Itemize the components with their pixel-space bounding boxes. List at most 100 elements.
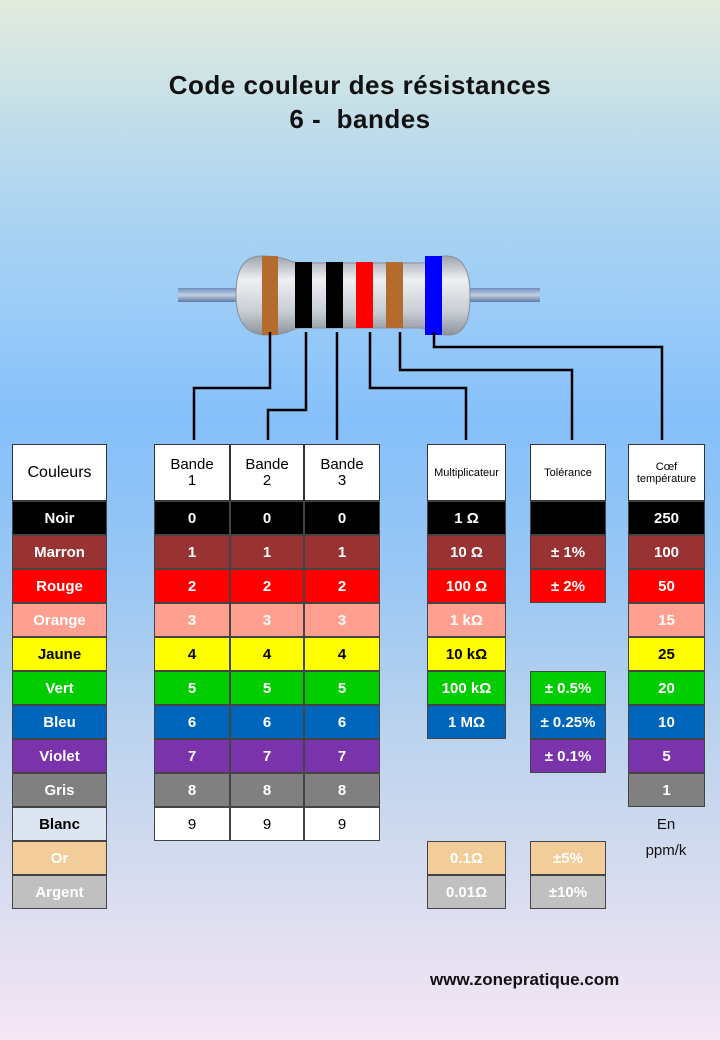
coef-bleu: 10	[628, 705, 705, 739]
bande-3-orange: 3	[304, 603, 380, 637]
resistor-band-4	[356, 262, 373, 328]
page-subtitle: 6 - bandes	[289, 104, 431, 134]
resistor-band-6	[425, 256, 442, 335]
multiplicateur-or: 0.1Ω	[427, 841, 506, 875]
tolerance-vert: ± 0.5%	[530, 671, 606, 705]
coef-noir: 250	[628, 501, 705, 535]
bande-2-vert: 5	[230, 671, 304, 705]
website-link[interactable]: www.zonepratique.com	[430, 970, 620, 989]
coef-marron: 100	[628, 535, 705, 569]
coef-jaune: 25	[628, 637, 705, 671]
resistor-lead-left	[178, 288, 250, 302]
header-bande-3-line1: Bande	[320, 455, 364, 473]
bande-2-rouge: 2	[230, 569, 304, 603]
coef-gris: 1	[628, 773, 705, 807]
multiplicateur-noir: 1 Ω	[427, 501, 506, 535]
connector-line-4	[368, 332, 468, 440]
bande-1-jaune: 4	[154, 637, 230, 671]
tolerance-marron: ± 1%	[530, 535, 606, 569]
coef-vert: 20	[628, 671, 705, 705]
resistor-band-2	[295, 262, 312, 328]
bande-3-marron: 1	[304, 535, 380, 569]
bande-3-vert: 5	[304, 671, 380, 705]
bande-3-rouge: 2	[304, 569, 380, 603]
multiplicateur-orange: 1 kΩ	[427, 603, 506, 637]
bande-2-orange: 3	[230, 603, 304, 637]
resistor-band-3	[326, 262, 343, 328]
tolerance-argent: ±10%	[530, 875, 606, 909]
tolerance-rouge: ± 2%	[530, 569, 606, 603]
multiplicateur-jaune: 10 kΩ	[427, 637, 506, 671]
tolerance-or: ±5%	[530, 841, 606, 875]
color-name-marron: Marron	[12, 535, 107, 569]
header-multiplicateur: Multiplicateur	[427, 444, 506, 501]
header-bande-3-line2: 3	[337, 471, 347, 489]
connector-line-6	[432, 332, 664, 440]
tolerance-violet: ± 0.1%	[530, 739, 606, 773]
coef-unit-label: En ppm/k	[645, 816, 687, 859]
page-title: Code couleur des résistances	[168, 70, 552, 100]
header-bande-1-line1: Bande	[170, 455, 214, 473]
resistor-diagram	[178, 255, 664, 440]
header-coef-temperature-line1: Cœf	[655, 460, 678, 473]
bande-1-bleu: 6	[154, 705, 230, 739]
header-couleurs: Couleurs	[12, 444, 107, 501]
connector-line-1	[192, 332, 272, 440]
resistor-band-5	[386, 262, 403, 328]
header-bande-2-line2: 2	[262, 471, 272, 489]
bande-2-gris: 8	[230, 773, 304, 807]
connector-line-2	[266, 332, 308, 440]
resistor-lead-right	[456, 288, 540, 302]
color-name-argent: Argent	[12, 875, 107, 909]
color-name-rouge: Rouge	[12, 569, 107, 603]
bande-2-noir: 0	[230, 501, 304, 535]
bande-1-marron: 1	[154, 535, 230, 569]
bande-2-violet: 7	[230, 739, 304, 773]
color-name-gris: Gris	[12, 773, 107, 807]
bande-3-noir: 0	[304, 501, 380, 535]
bande-2-marron: 1	[230, 535, 304, 569]
color-name-or: Or	[12, 841, 107, 875]
bande-1-noir: 0	[154, 501, 230, 535]
multiplicateur-rouge: 100 Ω	[427, 569, 506, 603]
bande-3-blanc: 9	[304, 807, 380, 841]
bande-3-bleu: 6	[304, 705, 380, 739]
connector-line-5	[398, 332, 574, 440]
multiplicateur-argent: 0.01Ω	[427, 875, 506, 909]
color-name-violet: Violet	[12, 739, 107, 773]
header-tolerance: Tolérance	[530, 444, 606, 501]
multiplicateur-bleu: 1 MΩ	[427, 705, 506, 739]
coef-violet: 5	[628, 739, 705, 773]
header-coef-temperature-line2: température	[636, 472, 697, 485]
bande-3-gris: 8	[304, 773, 380, 807]
resistor-band-1	[262, 256, 278, 335]
color-name-noir: Noir	[12, 501, 107, 535]
bande-3-jaune: 4	[304, 637, 380, 671]
header-bande-2-line1: Bande	[245, 455, 289, 473]
multiplicateur-marron: 10 Ω	[427, 535, 506, 569]
tolerance-noir	[530, 501, 606, 535]
bande-2-bleu: 6	[230, 705, 304, 739]
bande-2-jaune: 4	[230, 637, 304, 671]
coef-rouge: 50	[628, 569, 705, 603]
bande-3-violet: 7	[304, 739, 380, 773]
coef-orange: 15	[628, 603, 705, 637]
bande-1-orange: 3	[154, 603, 230, 637]
color-name-blanc: Blanc	[12, 807, 107, 841]
bande-1-violet: 7	[154, 739, 230, 773]
bande-2-blanc: 9	[230, 807, 304, 841]
bande-1-gris: 8	[154, 773, 230, 807]
header-bande-1-line2: 1	[187, 471, 197, 489]
bande-1-vert: 5	[154, 671, 230, 705]
color-name-jaune: Jaune	[12, 637, 107, 671]
multiplicateur-vert: 100 kΩ	[427, 671, 506, 705]
color-name-orange: Orange	[12, 603, 107, 637]
bande-1-rouge: 2	[154, 569, 230, 603]
bande-1-blanc: 9	[154, 807, 230, 841]
color-name-vert: Vert	[12, 671, 107, 705]
tolerance-bleu: ± 0.25%	[530, 705, 606, 739]
